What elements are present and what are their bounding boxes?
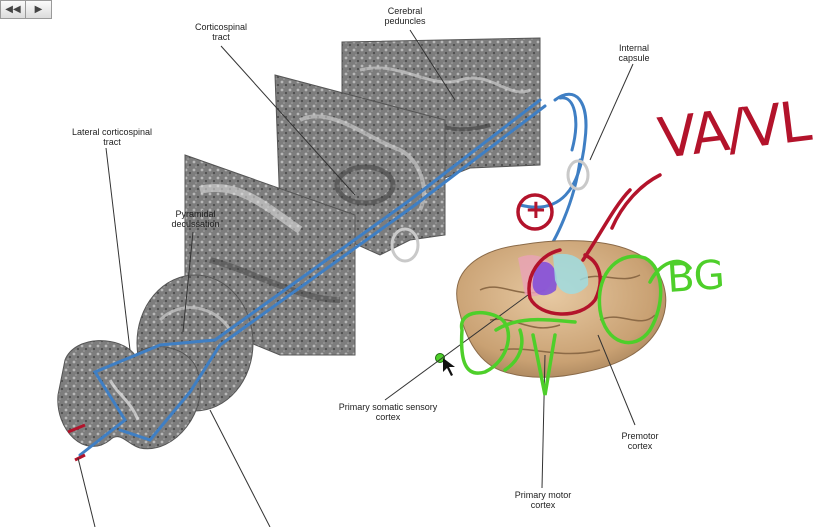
rewind-button[interactable]: ◀◀ bbox=[0, 0, 26, 19]
annotation-plus: + bbox=[525, 195, 547, 225]
green-ink-annotations bbox=[459, 254, 692, 396]
peduncle-ring bbox=[390, 227, 420, 263]
label-cerebral-peduncles: Cerebral peduncles bbox=[384, 6, 426, 26]
label-lateral-corticospinal-tract: Lateral corticospinal tract bbox=[71, 127, 153, 147]
annotation-basal-ganglia: BG bbox=[665, 252, 727, 302]
play-icon: ▶ bbox=[34, 4, 43, 15]
play-button[interactable]: ▶ bbox=[26, 0, 52, 19]
label-premotor-cortex: Premotor cortex bbox=[621, 431, 659, 451]
label-pyramidal-decussation: Pyramidal decussation bbox=[171, 209, 220, 229]
cursor-icon bbox=[443, 358, 455, 376]
playback-toolbar: ◀◀ ▶ bbox=[0, 0, 52, 20]
brain-cortex bbox=[456, 240, 667, 378]
rewind-icon: ◀◀ bbox=[5, 4, 21, 15]
label-primary-motor-cortex: Primary motor cortex bbox=[514, 490, 572, 510]
pointer-dot bbox=[435, 353, 445, 363]
red-ink-annotations bbox=[516, 173, 662, 316]
label-internal-capsule: Internal capsule bbox=[618, 43, 650, 63]
label-primary-somatic-sensory-cortex: Primary somatic sensory cortex bbox=[338, 402, 438, 422]
label-corticospinal-tract: Corticospinal tract bbox=[194, 22, 248, 42]
leader-lines bbox=[77, 29, 636, 527]
internal-capsule-ring bbox=[566, 159, 590, 191]
